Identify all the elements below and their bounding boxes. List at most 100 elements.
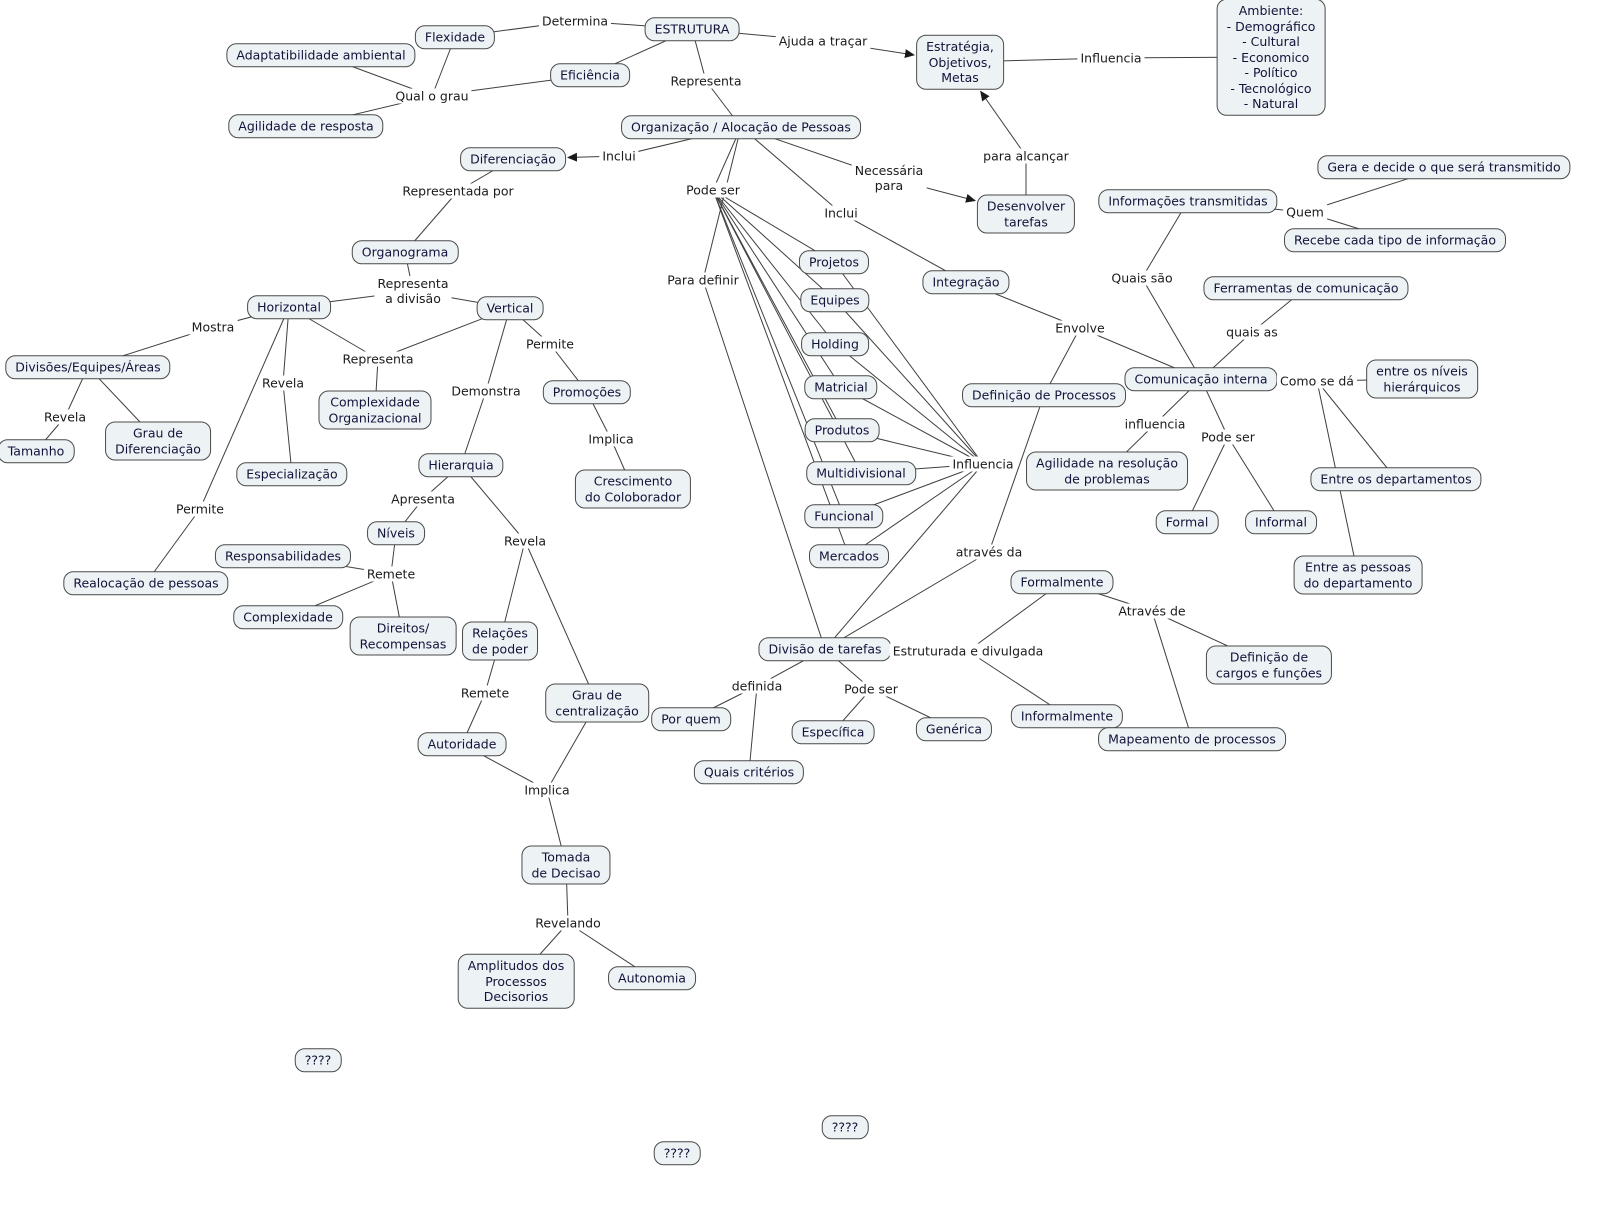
node-complexidade[interactable]: Complexidade [233,605,343,629]
link-phrase-definida[interactable]: definida [728,678,786,694]
node-projetos[interactable]: Projetos [798,250,870,274]
node-equipes[interactable]: Equipes [800,288,870,312]
link-phrase-como-se-da[interactable]: Como se dá [1277,373,1357,389]
node-amplitudos[interactable]: Amplitudos dos Processos Decisorios [457,953,575,1009]
link-phrase-necessaria[interactable]: Necessária para [851,163,927,193]
link-phrase-revela1[interactable]: Revela [258,375,308,391]
link-phrase-inclui1[interactable]: Inclui [599,148,639,164]
node-generica[interactable]: Genérica [915,717,993,741]
node-desconhecido-2[interactable]: ???? [821,1115,869,1139]
node-agilidade-resposta[interactable]: Agilidade de resposta [228,114,384,138]
node-tamanho[interactable]: Tamanho [0,439,75,463]
node-multidivisional[interactable]: Multidivisional [806,461,916,485]
link-phrase-atraves-de[interactable]: Através de [1115,603,1189,619]
link-phrase-para-definir[interactable]: Para definir [664,272,742,288]
node-organizacao[interactable]: Organização / Alocação de Pessoas [621,115,861,139]
node-ambiente[interactable]: Ambiente: - Demográfico - Cultural - Eco… [1216,0,1326,116]
node-entre-dep[interactable]: Entre os departamentos [1310,467,1482,491]
node-relacoes[interactable]: Relações de poder [462,621,538,661]
node-funcional[interactable]: Funcional [804,504,884,528]
link-phrase-qual-grau[interactable]: Qual o grau [392,88,472,104]
link-phrase-representa-div[interactable]: Representa a divisão [374,276,452,306]
node-estrategia[interactable]: Estratégia, Objetivos, Metas [916,34,1004,90]
node-niveis-hier[interactable]: entre os níveis hierárquicos [1366,359,1478,399]
link-phrase-remete1[interactable]: Remete [363,566,419,582]
node-ferramentas[interactable]: Ferramentas de comunicação [1203,276,1409,300]
node-responsabilidades[interactable]: Responsabilidades [214,544,352,568]
node-desconhecido-1[interactable]: ???? [294,1048,342,1072]
node-produtos[interactable]: Produtos [804,418,880,442]
node-gera-decide[interactable]: Gera e decide o que será transmitido [1317,155,1571,179]
node-formal[interactable]: Formal [1155,510,1219,534]
link-phrase-permite2[interactable]: Permite [173,501,227,517]
node-mercados[interactable]: Mercados [809,544,889,568]
node-autoridade[interactable]: Autoridade [417,732,507,756]
link-phrase-ajuda[interactable]: Ajuda a traçar [775,33,871,49]
link-phrase-representada-por[interactable]: Representada por [399,183,517,199]
link-phrase-quais-sao[interactable]: Quais são [1108,270,1176,286]
link-phrase-influencia2[interactable]: influencia [1121,416,1189,432]
link-phrase-pode-ser3[interactable]: Pode ser [841,681,901,697]
node-quais-criterios[interactable]: Quais critérios [693,760,805,784]
link-phrase-estruturada[interactable]: Estruturada e divulgada [889,643,1047,659]
node-horizontal[interactable]: Horizontal [247,295,331,319]
link-phrase-revela3[interactable]: Revela [500,533,550,549]
link-phrase-demonstra[interactable]: Demonstra [448,383,524,399]
link-phrase-influencia1[interactable]: Influencia [1077,50,1145,66]
node-crescimento[interactable]: Crescimento do Coloborador [574,469,692,509]
link-phrase-pode-ser2[interactable]: Pode ser [1198,429,1258,445]
node-autonomia[interactable]: Autonomia [608,966,696,990]
link-phrase-determina[interactable]: Determina [538,13,612,29]
node-agilidade-res[interactable]: Agilidade na resolução de problemas [1026,451,1188,491]
node-eficiencia[interactable]: Eficiência [550,63,630,87]
link-phrase-para-alcancar[interactable]: para alcançar [980,148,1072,164]
link-phrase-revela2[interactable]: Revela [40,409,90,425]
link-phrase-inclui2[interactable]: Inclui [821,205,861,221]
link-phrase-quais-as[interactable]: quais as [1223,324,1281,340]
node-holding[interactable]: Holding [801,332,869,356]
node-hierarquia[interactable]: Hierarquia [418,453,504,477]
node-mapeamento[interactable]: Mapeamento de processos [1098,727,1286,751]
node-divisoes[interactable]: Divisões/Equipes/Áreas [5,355,171,379]
link-phrase-pode-ser1[interactable]: Pode ser [683,182,743,198]
node-promocoes[interactable]: Promoções [542,380,632,404]
node-comunicacao[interactable]: Comunicação interna [1124,367,1278,391]
node-tomada[interactable]: Tomada de Decisao [521,845,611,885]
link-phrase-representa2[interactable]: Representa [339,351,417,367]
node-niveis[interactable]: Níveis [367,521,425,545]
node-adaptatibilidade[interactable]: Adaptatibilidade ambiental [226,43,416,67]
node-diferenciacao[interactable]: Diferenciação [460,147,566,171]
node-recebe[interactable]: Recebe cada tipo de informação [1284,228,1506,252]
link-phrase-remete2[interactable]: Remete [457,685,513,701]
link-phrase-apresenta[interactable]: Apresenta [388,491,458,507]
link-phrase-revelando[interactable]: Revelando [532,915,604,931]
node-informacoes[interactable]: Informações transmitidas [1098,189,1278,213]
link-phrase-mostra[interactable]: Mostra [188,319,238,335]
link-phrase-implica2[interactable]: Implica [521,782,573,798]
link-phrase-representa1[interactable]: Representa [667,73,745,89]
node-grau-central[interactable]: Grau de centralização [545,683,649,723]
node-integracao[interactable]: Integração [922,270,1010,294]
node-especifica[interactable]: Específica [791,720,875,744]
link-phrase-implica1[interactable]: Implica [585,431,637,447]
node-realocacao[interactable]: Realocação de pessoas [63,571,229,595]
link-phrase-permite1[interactable]: Permite [523,336,577,352]
node-estrutura[interactable]: ESTRUTURA [644,17,740,41]
link-phrase-atraves-da[interactable]: através da [952,544,1026,560]
node-desconhecido-3[interactable]: ???? [653,1141,701,1165]
node-def-cargos[interactable]: Definição de cargos e funções [1205,645,1333,685]
node-informalmente[interactable]: Informalmente [1010,704,1124,728]
node-flexidade[interactable]: Flexidade [414,25,496,49]
node-especializacao[interactable]: Especialização [236,462,348,486]
link-phrase-envolve[interactable]: Envolve [1052,320,1108,336]
node-def-processos[interactable]: Definição de Processos [962,383,1126,407]
link-phrase-influencia3[interactable]: Influencia [949,456,1017,472]
node-por-quem[interactable]: Por quem [651,707,731,731]
node-divisao-tarefas[interactable]: Divisão de tarefas [758,637,892,661]
link-phrase-quem[interactable]: Quem [1283,204,1327,220]
node-direitos[interactable]: Direitos/ Recompensas [349,616,457,656]
node-desenvolver[interactable]: Desenvolver tarefas [976,194,1076,234]
node-organograma[interactable]: Organograma [351,240,459,264]
node-entre-pessoas[interactable]: Entre as pessoas do departamento [1293,555,1423,595]
node-vertical[interactable]: Vertical [476,296,544,320]
